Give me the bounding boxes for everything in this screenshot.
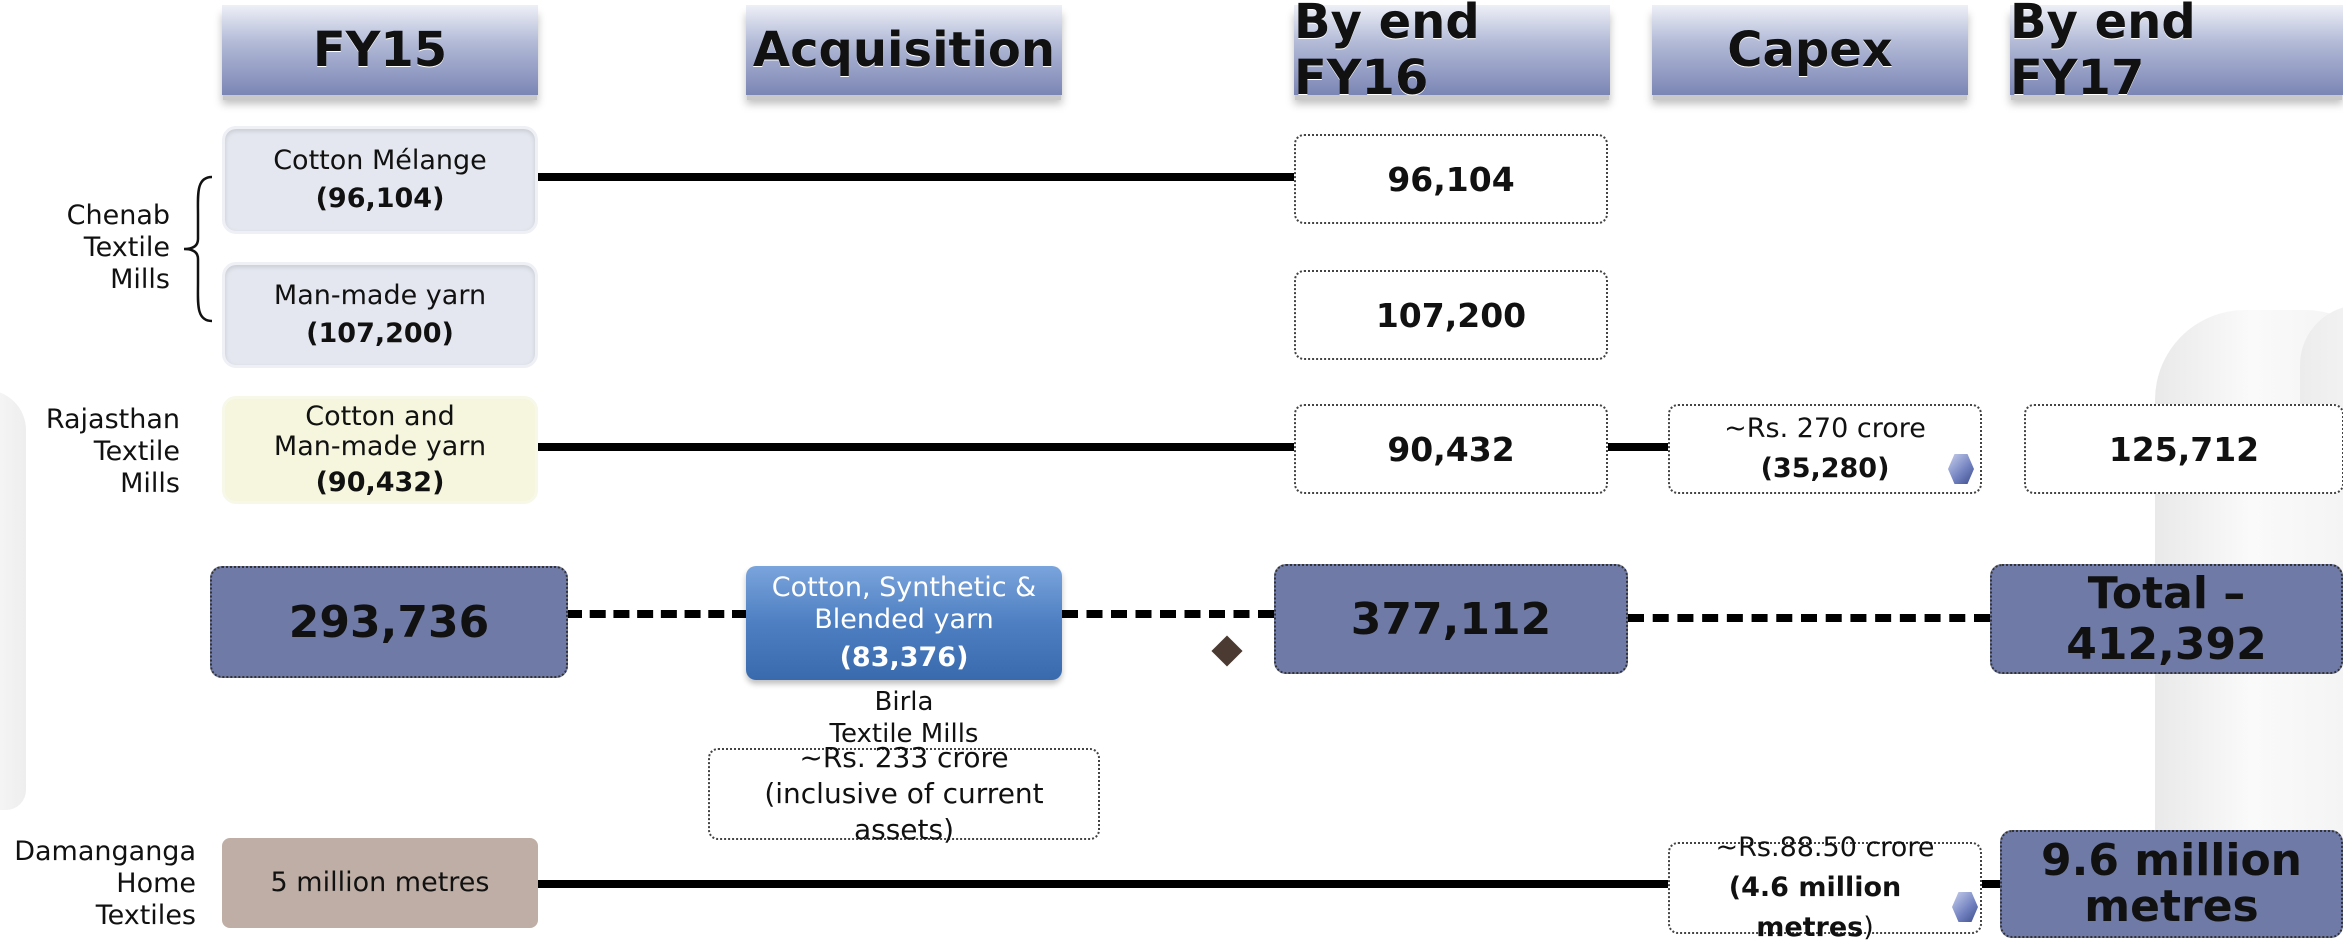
label-damanganga-line1: Damanganga <box>14 836 196 867</box>
capex-rajasthan-box: ~Rs. 270 crore (35,280) <box>1668 404 1982 494</box>
acquisition-cost-line2: (inclusive of current assets) <box>764 777 1044 846</box>
chenab-melange-connector <box>536 173 1296 181</box>
fy15-manmade-yarn-box: Man-made yarn (107,200) <box>222 262 538 368</box>
fy17-damanganga-box: 9.6 million metres <box>2000 830 2343 938</box>
fy17-total-box: Total – 412,392 <box>1990 564 2343 674</box>
capex-damanganga-cost: ~Rs.88.50 crore <box>1715 832 1935 863</box>
gem-bullet-icon <box>1952 892 1978 922</box>
label-chenab-textile-mills: Chenab Textile Mills <box>20 200 170 296</box>
fy15-cotton-melange-box: Cotton Mélange (96,104) <box>222 126 538 234</box>
capex-damanganga-paren: ) <box>1863 912 1874 943</box>
total-dashed-connector-2 <box>1062 610 1274 618</box>
fy16-manmade-yarn-value: 107,200 <box>1375 295 1527 335</box>
acquisition-yarn-box: Cotton, Synthetic & Blended yarn (83,376… <box>746 566 1062 680</box>
label-rajasthan-textile-mills: Rajasthan Textile Mills <box>20 404 180 500</box>
fy16-total-box: 377,112 <box>1274 564 1628 674</box>
gem-bullet-icon <box>1948 454 1974 484</box>
fy16-manmade-yarn-box: 107,200 <box>1294 270 1608 360</box>
capex-rajasthan-cost: ~Rs. 270 crore <box>1724 413 1926 444</box>
capex-rajasthan-value: (35,280) <box>1760 453 1890 484</box>
fy15-manmade-yarn-value: (107,200) <box>306 318 454 349</box>
header-capex: Capex <box>1652 5 1968 95</box>
fy15-manmade-yarn-name: Man-made yarn <box>273 280 487 311</box>
fy15-rajasthan-value: (90,432) <box>315 467 445 498</box>
fy15-cotton-melange-value: (96,104) <box>315 183 445 214</box>
fy17-rajasthan-value: 125,712 <box>2108 429 2260 469</box>
fy17-rajasthan-box: 125,712 <box>2024 404 2343 494</box>
capex-damanganga-box: ~Rs.88.50 crore (4.6 million metres) <box>1668 832 1982 943</box>
header-fy15: FY15 <box>222 5 538 95</box>
fy17-damanganga-line2: metres <box>2084 881 2259 932</box>
fy16-cotton-melange-value: 96,104 <box>1387 159 1515 199</box>
fy15-total-box: 293,736 <box>210 566 568 678</box>
label-chenab-line3: Mills <box>110 264 170 295</box>
total-dashed-connector-3 <box>1628 614 1990 622</box>
rajasthan-connector-fy16-capex <box>1606 443 1668 451</box>
label-rajasthan-line1: Rajasthan <box>45 404 180 435</box>
fy15-damanganga-box: 5 million metres <box>222 838 538 928</box>
acquisition-company-line1: Birla <box>874 687 934 717</box>
damanganga-connector-capex-fy17 <box>1982 880 2000 888</box>
chenab-brace <box>183 175 213 323</box>
fy16-rajasthan-box: 90,432 <box>1294 404 1608 494</box>
fy15-cotton-melange-name: Cotton Mélange <box>273 145 487 176</box>
total-dashed-connector-1 <box>566 610 748 618</box>
acquisition-cost-box: ~Rs. 233 crore (inclusive of current ass… <box>708 741 1100 846</box>
label-rajasthan-line3: Mills <box>120 468 180 499</box>
diamond-marker-icon <box>1211 635 1243 667</box>
fy15-rajasthan-box: Cotton and Man-made yarn (90,432) <box>222 396 538 504</box>
acquisition-cost-line1: ~Rs. 233 crore <box>799 741 1009 774</box>
acquisition-yarn-line2: Blended yarn <box>814 604 994 635</box>
label-damanganga-line3: Textiles <box>95 900 196 931</box>
label-damanganga-line2: Home <box>116 868 196 899</box>
fy15-rajasthan-name-line2: Man-made yarn <box>273 431 487 462</box>
yarn-cone-left-image <box>0 390 26 810</box>
header-by-end-fy17: By end FY17 <box>2010 0 2343 106</box>
label-rajasthan-line2: Textile <box>93 436 180 467</box>
fy15-rajasthan-name-line1: Cotton and <box>305 401 455 432</box>
label-chenab-line2: Textile <box>83 232 170 263</box>
acquisition-yarn-value: (83,376) <box>839 642 969 673</box>
acquisition-yarn-line1: Cotton, Synthetic & <box>771 572 1037 603</box>
label-damanganga-home-textiles: Damanganga Home Textiles <box>0 836 196 932</box>
header-by-end-fy16: By end FY16 <box>1294 0 1610 106</box>
capex-damanganga-value-line: (4.6 million metres) <box>1670 868 1980 948</box>
capex-damanganga-value: (4.6 million metres <box>1728 872 1902 943</box>
damanganga-connector <box>536 880 1668 888</box>
acquisition-company-line2: Textile Mills <box>829 719 979 749</box>
header-acquisition: Acquisition <box>746 5 1062 95</box>
label-chenab-line1: Chenab <box>66 200 170 231</box>
fy17-damanganga-line1: 9.6 million <box>2041 835 2302 886</box>
acquisition-company-label: Birla Textile Mills <box>746 686 1062 750</box>
fy16-cotton-melange-box: 96,104 <box>1294 134 1608 224</box>
fy16-rajasthan-value: 90,432 <box>1387 429 1515 469</box>
rajasthan-connector-fy15-fy16 <box>536 443 1296 451</box>
